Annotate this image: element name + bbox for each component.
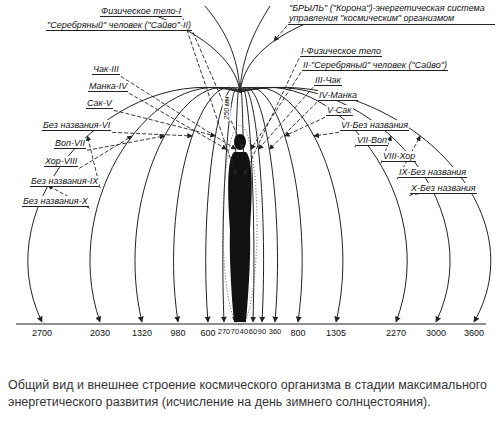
leader-line bbox=[258, 87, 313, 149]
leader-line bbox=[269, 102, 317, 149]
field-loop bbox=[90, 87, 240, 322]
caption: Общий вид и внешнее строение космическог… bbox=[8, 377, 488, 411]
layer-label: V-Сак bbox=[326, 105, 353, 116]
leader-line bbox=[314, 132, 339, 136]
scale-number: 90 bbox=[258, 328, 266, 337]
scale-number: 2700 bbox=[32, 328, 52, 338]
field-loops bbox=[28, 87, 491, 322]
aura-halo bbox=[223, 125, 257, 325]
scale-number: 1320 bbox=[132, 328, 152, 338]
leader-line bbox=[112, 132, 192, 136]
leader-line bbox=[87, 136, 165, 150]
layer-label: Чак-III bbox=[92, 64, 120, 75]
base-axis bbox=[16, 323, 486, 324]
layer-label: "БРЫЛЬ" ("Корона")-энергетическая систем… bbox=[288, 3, 495, 25]
layer-label: Манка-IV bbox=[88, 81, 128, 92]
layer-label: III-Чак bbox=[314, 75, 342, 86]
scale-number: 980 bbox=[170, 328, 185, 338]
field-loop bbox=[240, 87, 343, 322]
layer-label: IV-Манка bbox=[318, 90, 358, 101]
field-loop bbox=[240, 87, 450, 322]
field-loop bbox=[135, 87, 240, 322]
layer-label: Без названия-X bbox=[22, 196, 89, 207]
scale-number: 40 bbox=[240, 328, 248, 337]
layer-label: Без названия-IX bbox=[30, 176, 99, 187]
scale-number: 600 bbox=[200, 328, 215, 338]
scale-number: 1305 bbox=[326, 328, 346, 338]
scale-number: 60 bbox=[249, 328, 257, 337]
layer-label: IX-Без названия bbox=[398, 167, 467, 178]
leader-line bbox=[129, 93, 226, 149]
leader-line bbox=[251, 72, 301, 149]
field-loop bbox=[240, 87, 491, 322]
leader-line bbox=[79, 136, 132, 168]
dimension-label: 250 мм bbox=[223, 95, 231, 120]
layer-label: Без названия-VI bbox=[42, 120, 111, 131]
scale-number: 3600 bbox=[464, 328, 484, 338]
layer-label: Воп-VII bbox=[54, 138, 86, 149]
leader-line bbox=[114, 110, 215, 136]
leader-lines bbox=[48, 18, 467, 208]
layer-label: Физическое тело-I bbox=[100, 6, 182, 17]
leader-line bbox=[121, 76, 236, 149]
scale-number: 270 bbox=[218, 328, 231, 337]
leader-line bbox=[193, 32, 243, 149]
layer-label: Сак-V bbox=[86, 98, 113, 109]
scale-number: 2270 bbox=[386, 328, 406, 338]
layer-label: "Серебряный" человек ("Сайво"-II) bbox=[46, 20, 192, 31]
layer-label: VII-Воп bbox=[356, 135, 388, 146]
scale-number: 3000 bbox=[426, 328, 446, 338]
layer-label: II-"Серебряный" человек ("Сайво") bbox=[302, 60, 448, 71]
leader-line bbox=[274, 26, 287, 41]
layer-label: X-Без названия bbox=[410, 183, 477, 194]
scale-number: 360 bbox=[269, 328, 282, 337]
layer-label: VI-Без названия bbox=[340, 120, 409, 131]
scale-number: 2030 bbox=[90, 328, 110, 338]
layer-label: VIII-Хор bbox=[382, 151, 416, 162]
leader-line bbox=[244, 58, 299, 175]
leader-line bbox=[183, 18, 236, 175]
layer-label: I-Физическое тело bbox=[300, 46, 382, 57]
leader-line bbox=[285, 117, 325, 136]
scale-number: 800 bbox=[290, 328, 305, 338]
layer-label: Хор-VIII bbox=[44, 156, 78, 167]
scale-number: 70 bbox=[231, 328, 239, 337]
